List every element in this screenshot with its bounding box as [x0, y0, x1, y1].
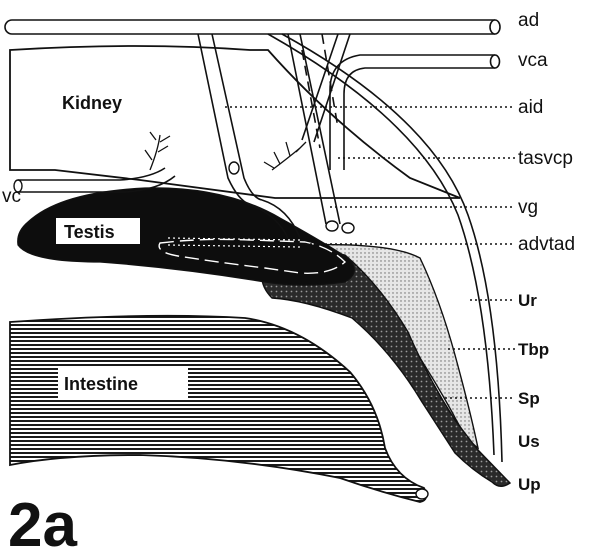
label-ad: ad	[518, 10, 539, 31]
label-tasvcp: tasvcp	[518, 148, 573, 169]
label-vc: vc	[2, 186, 21, 207]
label-advtad: advtad	[518, 234, 575, 255]
kidney-label: Kidney	[62, 93, 122, 113]
label-us: Us	[518, 432, 540, 451]
label-ur: Ur	[518, 291, 537, 310]
label-aid: aid	[518, 97, 543, 118]
dorsal-aorta	[5, 20, 500, 34]
intestine-end	[416, 489, 428, 499]
testis-label: Testis	[64, 222, 115, 242]
label-up: Up	[518, 475, 541, 494]
intestine-label: Intestine	[64, 374, 138, 394]
label-vca: vca	[518, 50, 548, 71]
label-vg: vg	[518, 197, 538, 218]
intestine-shape	[10, 316, 426, 502]
label-sp: Sp	[518, 389, 540, 408]
label-tbp: Tbp	[518, 340, 549, 359]
figure-label: 2a	[8, 491, 77, 556]
